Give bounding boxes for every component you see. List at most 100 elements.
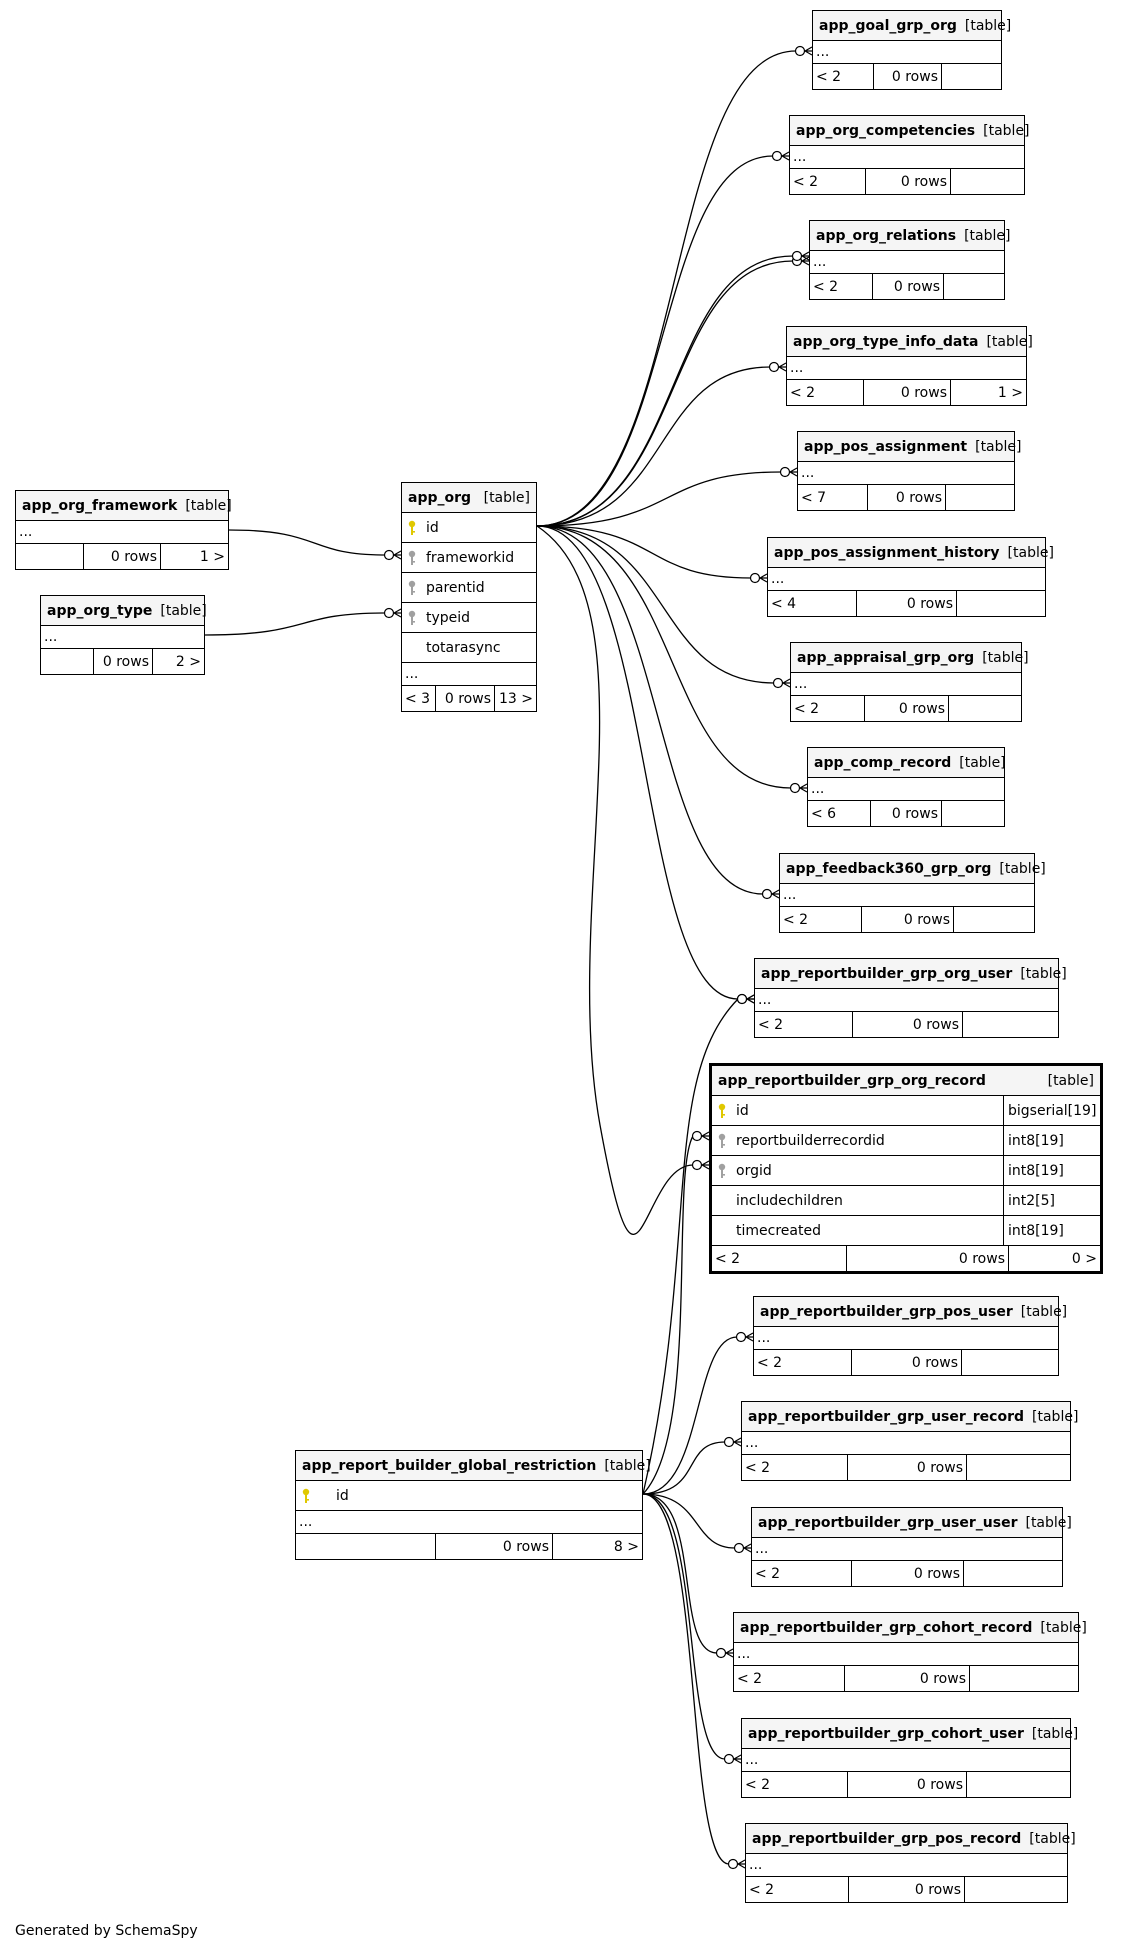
children-count[interactable]: 1 > xyxy=(997,384,1023,401)
table-goal-grp-org[interactable]: app_goal_grp_org [table] ... < 2 0 rows xyxy=(812,10,1011,90)
table-rb-grp-org-user[interactable]: app_reportbuilder_grp_org_user [table] .… xyxy=(754,958,1067,1038)
children-count[interactable] xyxy=(967,1455,1070,1480)
column-name[interactable]: parentid xyxy=(426,579,485,596)
table-name[interactable]: app_org_competencies xyxy=(796,122,976,139)
table-app-org[interactable]: app_org [table] id frameworkid parentid … xyxy=(401,482,537,712)
parents-count[interactable] xyxy=(296,1534,436,1559)
column-row[interactable]: id xyxy=(296,1481,642,1510)
parents-count[interactable] xyxy=(16,544,84,569)
parents-count[interactable]: < 7 xyxy=(798,485,868,510)
table-rb-grp-cohort-user[interactable]: app_reportbuilder_grp_cohort_user [table… xyxy=(741,1718,1078,1798)
column-row[interactable]: frameworkid xyxy=(402,543,536,573)
parents-count[interactable] xyxy=(41,649,94,674)
table-header[interactable]: app_reportbuilder_grp_cohort_user [table… xyxy=(742,1719,1078,1749)
column-name[interactable]: id xyxy=(736,1102,749,1119)
table-comp-record[interactable]: app_comp_record [table] ... < 6 0 rows xyxy=(807,747,1006,827)
column-name[interactable]: includechildren xyxy=(736,1192,843,1209)
table-header[interactable]: app_reportbuilder_grp_cohort_record [tab… xyxy=(734,1613,1087,1643)
table-name[interactable]: app_org xyxy=(408,489,472,506)
table-org-competencies[interactable]: app_org_competencies [table] ... < 2 0 r… xyxy=(789,115,1030,195)
column-row[interactable]: includechildren int2[5] xyxy=(712,1186,1100,1216)
children-count[interactable] xyxy=(944,274,1004,299)
column-row[interactable]: id bigserial[19] xyxy=(712,1096,1100,1126)
table-org-type[interactable]: app_org_type [table] ... 0 rows 2 > xyxy=(40,595,207,675)
table-name[interactable]: app_reportbuilder_grp_pos_record xyxy=(752,1830,1022,1847)
column-row[interactable]: totarasync xyxy=(402,633,536,662)
parents-count[interactable]: < 2 xyxy=(787,380,864,405)
table-name[interactable]: app_reportbuilder_grp_cohort_user xyxy=(748,1725,1024,1742)
table-rb-grp-cohort-record[interactable]: app_reportbuilder_grp_cohort_record [tab… xyxy=(733,1612,1087,1692)
table-name[interactable]: app_reportbuilder_grp_org_user xyxy=(761,965,1013,982)
table-header[interactable]: app_reportbuilder_grp_pos_record [table] xyxy=(746,1824,1076,1854)
parents-count[interactable]: < 3 xyxy=(402,686,436,711)
column-row[interactable]: orgid int8[19] xyxy=(712,1156,1100,1186)
parents-count[interactable]: < 2 xyxy=(791,696,865,721)
table-header[interactable]: app_comp_record [table] xyxy=(808,748,1006,778)
table-pos-assignment-history[interactable]: app_pos_assignment_history [table] ... <… xyxy=(767,537,1054,617)
column-name[interactable]: frameworkid xyxy=(426,549,515,566)
table-name[interactable]: app_comp_record xyxy=(814,754,952,771)
table-name[interactable]: app_report_builder_global_restriction xyxy=(302,1457,597,1474)
children-count[interactable] xyxy=(965,1877,1067,1902)
parents-count[interactable]: < 2 xyxy=(742,1455,848,1480)
parents-count[interactable]: < 2 xyxy=(746,1877,849,1902)
table-name[interactable]: app_reportbuilder_grp_org_record xyxy=(718,1072,986,1089)
children-count[interactable] xyxy=(949,696,1021,721)
parents-count[interactable]: < 2 xyxy=(734,1666,845,1691)
table-org-framework[interactable]: app_org_framework [table] ... 0 rows 1 > xyxy=(15,490,232,570)
column-row[interactable]: timecreated int8[19] xyxy=(712,1216,1100,1245)
table-name[interactable]: app_org_type xyxy=(47,602,153,619)
table-name[interactable]: app_org_relations xyxy=(816,227,957,244)
table-header[interactable]: app_reportbuilder_grp_pos_user [table] xyxy=(754,1297,1067,1327)
column-name[interactable]: id xyxy=(426,519,439,536)
table-header[interactable]: app_org_framework [table] xyxy=(16,491,232,521)
table-name[interactable]: app_org_framework xyxy=(22,497,178,514)
table-name[interactable]: app_feedback360_grp_org xyxy=(786,860,992,877)
children-count[interactable] xyxy=(942,64,1001,89)
column-name[interactable]: timecreated xyxy=(736,1222,821,1239)
table-header[interactable]: app_goal_grp_org [table] xyxy=(813,11,1011,41)
column-row[interactable]: typeid xyxy=(402,603,536,633)
table-header[interactable]: app_reportbuilder_grp_org_record [table] xyxy=(712,1066,1100,1096)
column-row[interactable]: parentid xyxy=(402,573,536,603)
table-header[interactable]: app_org_relations [table] xyxy=(810,221,1010,251)
column-row[interactable]: reportbuilderrecordid int8[19] xyxy=(712,1126,1100,1156)
table-header[interactable]: app_pos_assignment [table] xyxy=(798,432,1022,462)
column-row[interactable]: id xyxy=(402,513,536,543)
parents-count[interactable]: < 2 xyxy=(754,1350,852,1375)
table-header[interactable]: app_reportbuilder_grp_org_user [table] xyxy=(755,959,1067,989)
parents-count[interactable]: < 4 xyxy=(768,591,857,616)
table-header[interactable]: app_org_competencies [table] xyxy=(790,116,1030,146)
table-pos-assignment[interactable]: app_pos_assignment [table] ... < 7 0 row… xyxy=(797,431,1022,511)
parents-count[interactable]: < 2 xyxy=(790,169,866,194)
children-count[interactable] xyxy=(954,907,1034,932)
column-name[interactable]: totarasync xyxy=(426,639,501,656)
parents-count[interactable]: < 2 xyxy=(755,1012,853,1037)
children-count[interactable]: 0 > xyxy=(1071,1250,1097,1267)
table-rb-grp-user-user[interactable]: app_reportbuilder_grp_user_user [table] … xyxy=(751,1507,1072,1587)
table-name[interactable]: app_reportbuilder_grp_user_record xyxy=(748,1408,1025,1425)
parents-count[interactable]: < 2 xyxy=(742,1772,848,1797)
table-name[interactable]: app_goal_grp_org xyxy=(819,17,957,34)
parents-count[interactable]: < 2 xyxy=(752,1561,852,1586)
table-name[interactable]: app_reportbuilder_grp_pos_user xyxy=(760,1303,1013,1320)
table-org-type-info-data[interactable]: app_org_type_info_data [table] ... < 2 0… xyxy=(786,326,1033,406)
column-name[interactable]: orgid xyxy=(736,1162,772,1179)
children-count[interactable] xyxy=(946,485,1014,510)
table-name[interactable]: app_appraisal_grp_org xyxy=(797,649,975,666)
table-header[interactable]: app_org [table] xyxy=(402,483,536,513)
parents-count[interactable]: < 2 xyxy=(813,64,874,89)
table-name[interactable]: app_pos_assignment_history xyxy=(774,544,1000,561)
table-rb-grp-pos-record[interactable]: app_reportbuilder_grp_pos_record [table]… xyxy=(745,1823,1076,1903)
children-count[interactable] xyxy=(963,1012,1058,1037)
children-count[interactable] xyxy=(951,169,1024,194)
children-count[interactable]: 13 > xyxy=(499,690,533,707)
table-app-reportbuilder-grp-org-record[interactable]: app_reportbuilder_grp_org_record [table]… xyxy=(709,1063,1103,1274)
parents-count[interactable]: < 2 xyxy=(810,274,873,299)
table-header[interactable]: app_org_type_info_data [table] xyxy=(787,327,1033,357)
children-count[interactable] xyxy=(964,1561,1062,1586)
column-name[interactable]: reportbuilderrecordid xyxy=(736,1132,885,1149)
table-name[interactable]: app_reportbuilder_grp_cohort_record xyxy=(740,1619,1033,1636)
children-count[interactable] xyxy=(957,591,1045,616)
table-header[interactable]: app_reportbuilder_grp_user_user [table] xyxy=(752,1508,1072,1538)
